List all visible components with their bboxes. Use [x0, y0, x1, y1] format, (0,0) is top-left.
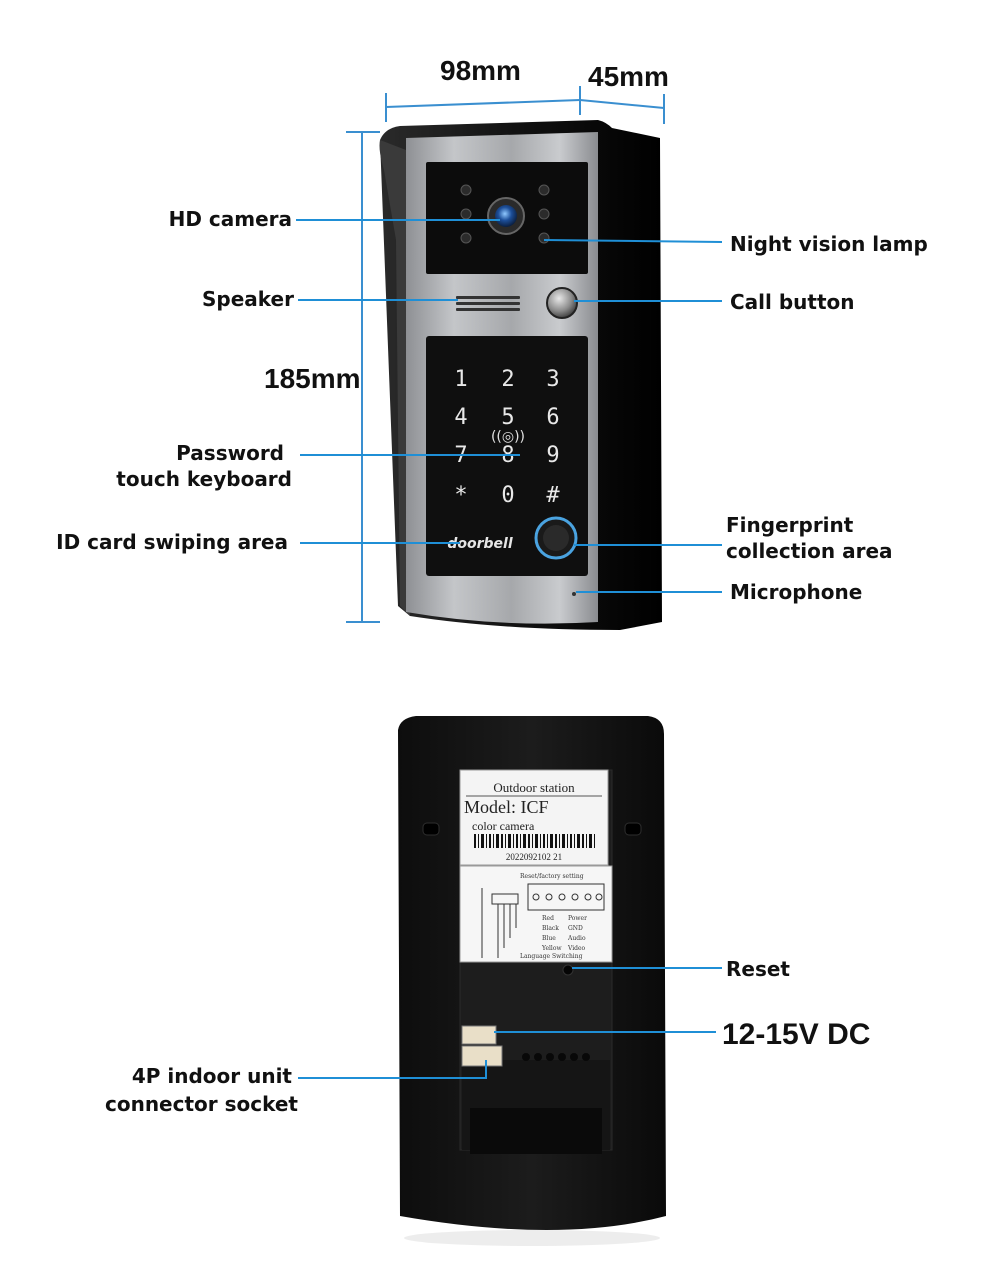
key-6: 6	[546, 405, 559, 430]
label-microphone: Microphone	[730, 580, 862, 604]
depth-label: 45mm	[588, 61, 669, 92]
rear-labels: Reset 12-15V DC 4P indoor unit connector…	[105, 957, 870, 1116]
wiring-header: Reset/factory setting	[520, 873, 584, 880]
front-unit: 1 2 3 4 5 6 7 8 9 * 0 # ((◎)) doorbell	[379, 120, 662, 630]
key-9: 9	[546, 443, 559, 468]
key-5: 5	[501, 405, 514, 430]
label-speaker: Speaker	[202, 287, 294, 311]
key-3: 3	[546, 367, 559, 392]
key-0: 0	[501, 483, 514, 508]
label-password-1: Password	[176, 441, 284, 465]
rear-callouts	[298, 967, 722, 1079]
label-fingerprint-1: Fingerprint	[726, 513, 854, 537]
front-labels: HD camera Speaker Password touch keyboar…	[56, 207, 928, 604]
key-4: 4	[454, 405, 467, 430]
wiring-footer: Language Switching	[520, 953, 583, 960]
nameplate-title: Outdoor station	[493, 780, 575, 795]
label-reset: Reset	[726, 957, 790, 981]
reset-hole	[562, 964, 574, 976]
wire-red: Red	[542, 915, 554, 922]
label-connector-1: 4P indoor unit	[132, 1064, 293, 1088]
func-audio: Audio	[567, 935, 586, 942]
dimension-depth: 45mm	[579, 61, 669, 124]
label-call-button: Call button	[730, 290, 855, 314]
terminal-block	[522, 1053, 590, 1061]
func-gnd: GND	[568, 925, 583, 932]
wire-yellow: Yellow	[541, 945, 562, 952]
indoor-connector	[461, 1045, 503, 1067]
rfid-icon: ((◎))	[491, 429, 525, 445]
label-night-vision: Night vision lamp	[730, 232, 928, 256]
barcode	[474, 834, 595, 848]
camera-lens	[495, 205, 517, 227]
wire-blue: Blue	[542, 935, 556, 942]
label-password-2: touch keyboard	[116, 467, 292, 491]
label-fingerprint-2: collection area	[726, 539, 893, 563]
speaker-grille	[456, 296, 520, 311]
label-hd-camera: HD camera	[169, 207, 292, 231]
width-label: 98mm	[440, 55, 521, 86]
func-power: Power	[568, 915, 587, 922]
nameplate-serial: 2022092102 21	[506, 852, 562, 862]
func-video: Video	[567, 945, 586, 952]
nameplate	[459, 769, 609, 866]
rear-unit: Outdoor station Model: ICF color camera …	[398, 716, 666, 1246]
microphone-hole	[572, 592, 576, 596]
nameplate-subtitle: color camera	[472, 819, 535, 833]
key-star: *	[454, 483, 467, 508]
dimension-height: 185mm	[264, 131, 380, 623]
key-hash: #	[546, 483, 560, 508]
call-button	[546, 287, 578, 319]
brand-logo: doorbell	[447, 536, 512, 552]
wiring-sticker	[459, 865, 613, 963]
wire-black: Black	[542, 925, 559, 932]
label-id-card: ID card swiping area	[56, 530, 288, 554]
height-label: 185mm	[264, 363, 361, 394]
nameplate-model: Model: ICF	[464, 797, 549, 817]
label-connector-2: connector socket	[105, 1092, 298, 1116]
front-callouts	[296, 219, 723, 593]
key-1: 1	[454, 367, 467, 392]
label-power: 12-15V DC	[722, 1018, 870, 1051]
power-connector	[461, 1025, 497, 1045]
key-2: 2	[501, 367, 514, 392]
dimension-width: 98mm	[385, 55, 581, 122]
